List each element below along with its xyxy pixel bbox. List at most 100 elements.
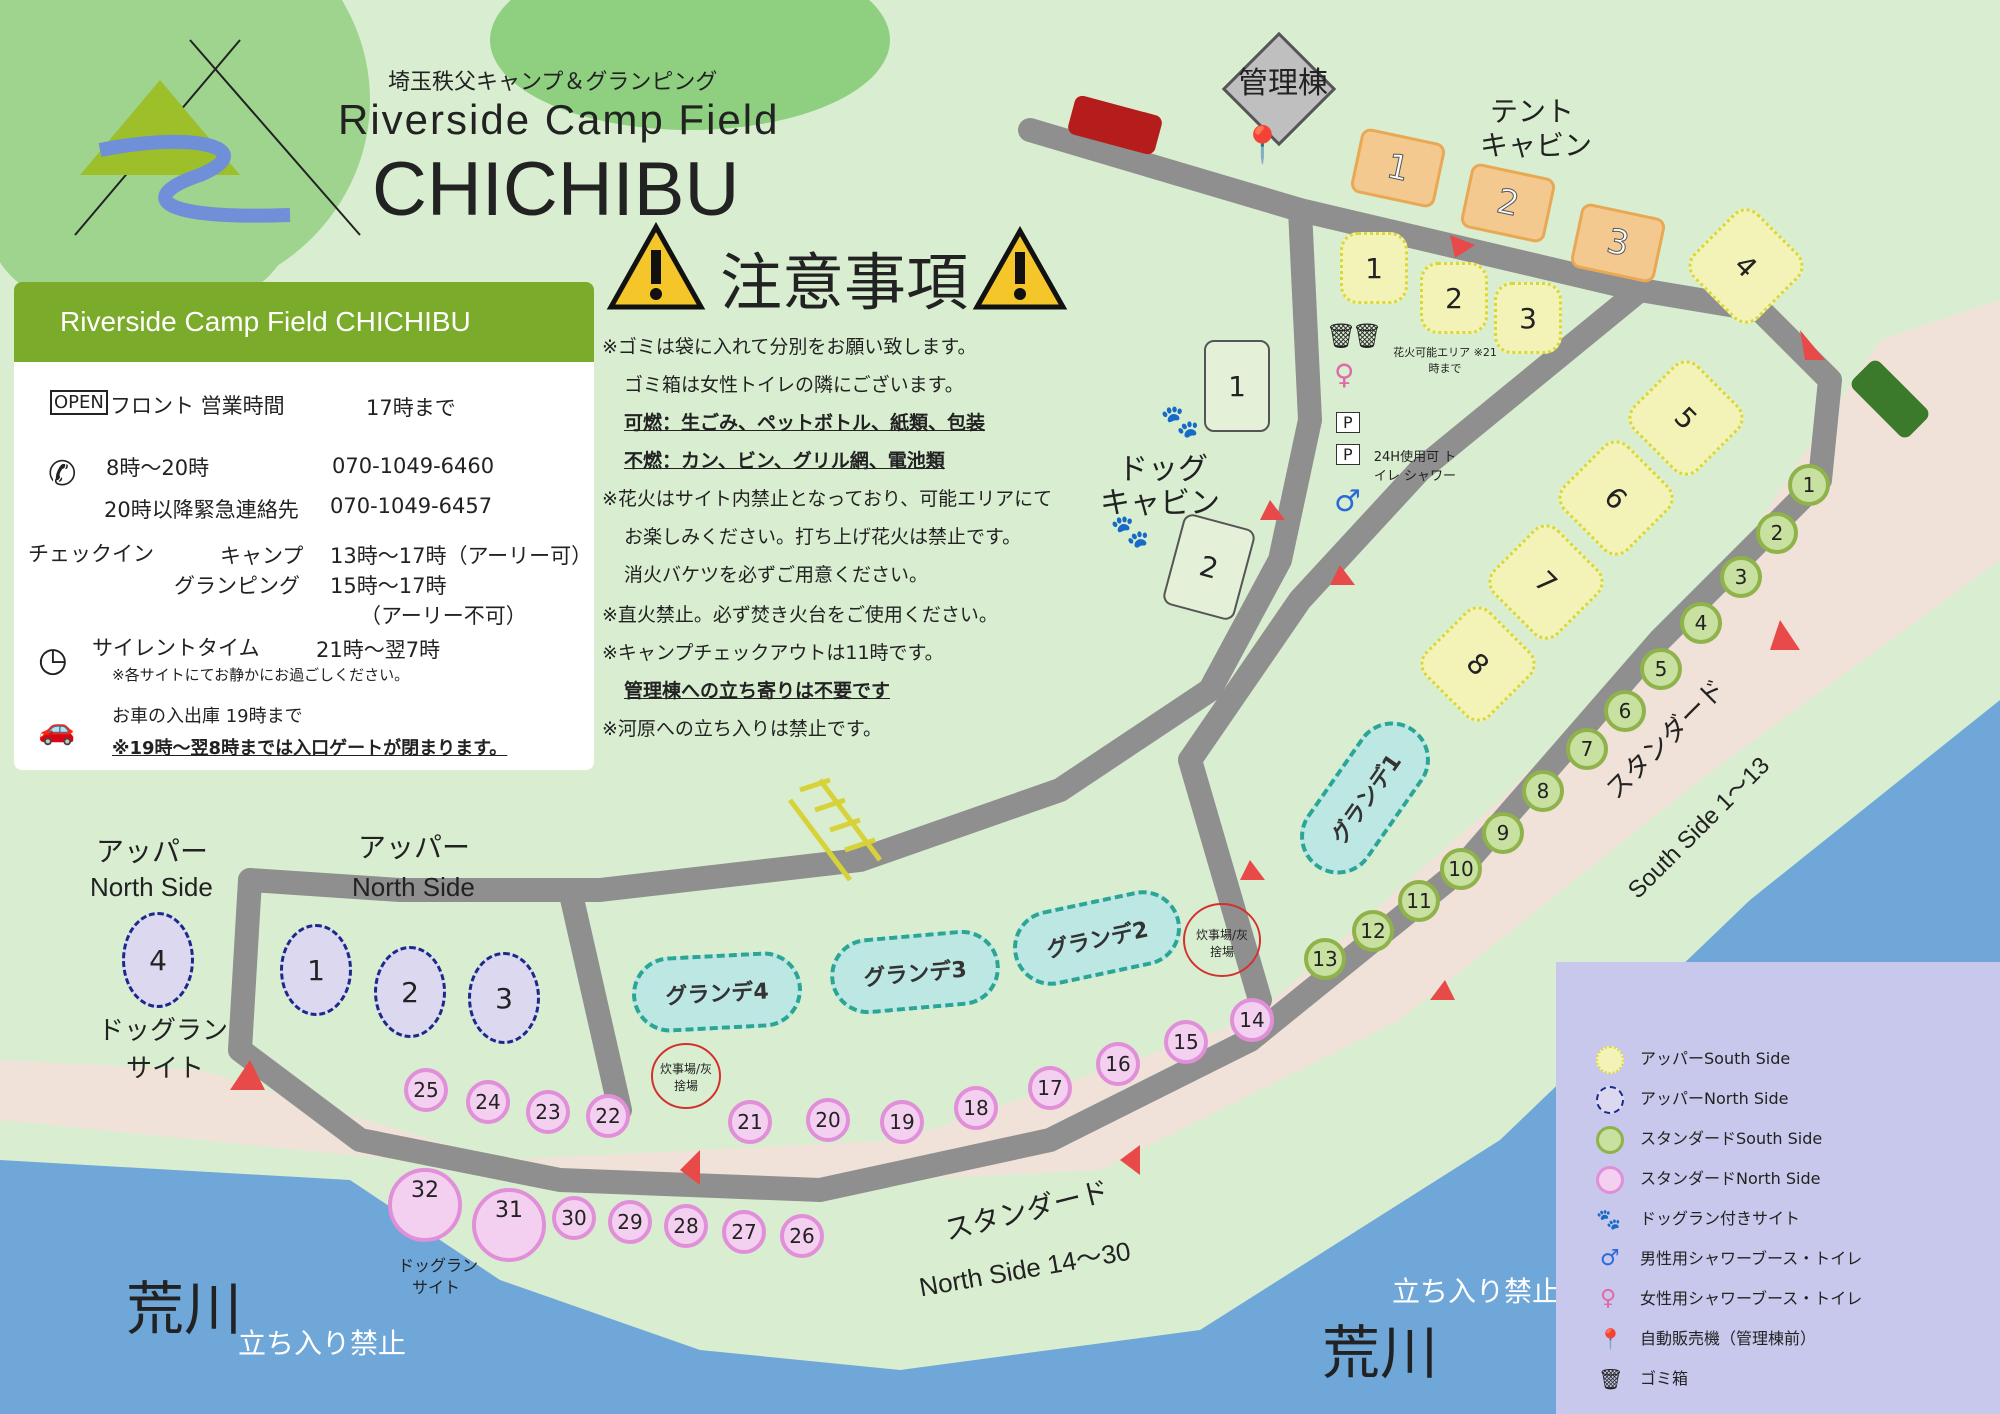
standard-north-site[interactable]: 15 [1164,1020,1208,1064]
upper-north-site[interactable]: 4 [122,912,194,1008]
camp-label: キャンプ [220,544,304,568]
standard-north-site[interactable]: 26 [780,1214,824,1258]
phone-number: 070-1049-6460 [332,454,495,478]
standard-south-site[interactable]: 11 [1398,880,1440,922]
standard-north-site[interactable]: 27 [722,1210,766,1254]
upper-south-site[interactable]: 2 [1420,262,1488,334]
car-icon [1068,95,1162,155]
camp-time: 13時～17時（アーリー可） [330,544,593,568]
standard-north-site[interactable]: 25 [404,1068,448,1112]
notice-line: ※ゴミは袋に入れて分別をお願い致します。 [602,336,977,358]
dogrun-site-label: ドッグラン [98,1016,229,1046]
admin-building [1221,31,1337,147]
logo-river [98,134,291,223]
warning-icon [606,222,706,310]
standard-south-site[interactable]: 2 [1756,512,1798,554]
notice-line: 可燃：生ごみ、ペットボトル、紙類、包装 [624,412,986,434]
no-entry-label: 立ち入り禁止 [238,1327,407,1360]
standard-north-site[interactable]: 17 [1028,1066,1072,1110]
standard-north-site[interactable]: 18 [954,1086,998,1130]
upper-south-site[interactable]: 1 [1340,232,1408,304]
standard-south-site[interactable]: 9 [1482,812,1524,854]
no-entry-label: 立ち入り禁止 [1392,1275,1561,1308]
dogrun-site-label: サイト [126,1054,205,1084]
standard-north-site[interactable]: 14 [1230,998,1274,1042]
open-sign-icon: OPEN [50,390,108,415]
standard-south-site[interactable]: 6 [1604,690,1646,732]
notice-line: ※直火禁止。必ず焚き火台をご使用ください。 [602,604,998,626]
standard-north-site[interactable]: 28 [664,1204,708,1248]
phone-icon: ✆ [48,454,77,494]
tent-cabin-label: キャビン [1480,129,1593,162]
arakawa-river [0,700,2000,1414]
toilet-24h-label: 24H使用可 トイレ シャワー [1373,450,1457,484]
glamping-note: （アーリー不可） [360,604,527,628]
phone-hours: 8時～20時 [106,456,210,480]
direction-arrows [230,235,1825,1185]
trash-icon: 🗑 [1598,1367,1624,1391]
notice-line: 管理棟への立ち寄りは不要です [624,680,891,702]
car-icon [1851,360,1929,438]
standard-south-swatch [1596,1126,1624,1154]
standard-north-site[interactable]: 19 [880,1100,924,1144]
parking-icon: P [1336,412,1360,433]
warning-icon [972,226,1068,310]
kitchen-label: 炊事場/灰捨場 [1195,928,1249,959]
standard-south-site[interactable]: 1 [1788,464,1830,506]
standard-north-site[interactable]: 30 [552,1196,596,1240]
standard-south-site[interactable]: 12 [1352,910,1394,952]
standard-north-site[interactable]: 31 [472,1188,546,1262]
standard-north-site[interactable]: 21 [728,1100,772,1144]
kitchen-area-1 [1183,903,1261,977]
pin-icon: 📍 [1598,1327,1623,1351]
standard-south-site[interactable]: 4 [1680,602,1722,644]
standard-south-site[interactable]: 7 [1566,728,1608,770]
tree-canopy [490,0,890,130]
river-label: 荒川 [1322,1319,1439,1387]
parking-icon: P [1336,444,1360,465]
notice-line: 不燃：カン、ビン、グリル網、電池類 [624,450,945,472]
standard-south-site[interactable]: 3 [1720,556,1762,598]
glamping-time: 15時～17時 [330,574,447,598]
kitchen-area-2 [651,1043,721,1109]
info-card: Riverside Camp Field CHICHIBU OPEN フロント … [14,282,594,770]
glamping-label: グランピング [174,574,300,598]
admin-label: 管理棟 [1238,66,1328,101]
car-note: ※19時～翌8時までは入口ゲートが閉まります。 [112,738,508,759]
upper-south-site[interactable]: 3 [1494,282,1562,354]
front-hours-value: 17時まで [366,396,456,420]
fireworks-area-label: 花火可能エリア ※21時まで [1393,346,1497,375]
standard-south-site[interactable]: 10 [1440,848,1482,890]
standard-south-site[interactable]: 13 [1304,938,1346,980]
notice-line: お楽しみください。打ち上げ花火は禁止です。 [624,526,1022,548]
upper-north-label: アッパー [96,835,209,868]
notice-line: ※花火はサイト内禁止となっており、可能エリアにて [602,488,1053,510]
male-icon: ♂ [1600,1246,1620,1271]
glamping-site[interactable]: グランデ4 [630,949,804,1035]
car-icon: 🚗 [38,712,76,747]
dog-cabin-site[interactable]: 1 [1204,340,1270,432]
standard-south-site[interactable]: 5 [1640,648,1682,690]
standard-north-site[interactable]: 22 [586,1094,630,1138]
ladder-icon [788,777,882,882]
paw-icon: 🐾 [1110,512,1150,550]
header-title-main: CHICHIBU [372,147,740,232]
tree-canopy [0,140,290,320]
standard-north-site[interactable]: 23 [526,1090,570,1134]
upper-north-site[interactable]: 3 [468,952,540,1044]
upper-north-label: North Side [90,872,213,902]
upper-north-site[interactable]: 2 [374,946,446,1038]
standard-north-site[interactable]: 20 [806,1098,850,1142]
standard-north-site[interactable]: 24 [466,1080,510,1124]
male-icon: ♂ [1334,484,1361,519]
standard-south-site[interactable]: 8 [1522,770,1564,812]
checkin-label: チェックイン [28,542,154,566]
silent-note: ※各サイトにてお静かにお過ごしください。 [112,666,410,684]
upper-north-site[interactable]: 1 [280,924,352,1016]
car-label: お車の入出庫 19時まで [112,706,303,727]
standard-north-site[interactable]: 32 [388,1168,462,1242]
emergency-label: 20時以降緊急連絡先 [104,498,299,522]
notice-line: ※河原への立ち入りは禁止です。 [602,718,883,740]
standard-north-site[interactable]: 16 [1096,1042,1140,1086]
standard-north-site[interactable]: 29 [608,1200,652,1244]
